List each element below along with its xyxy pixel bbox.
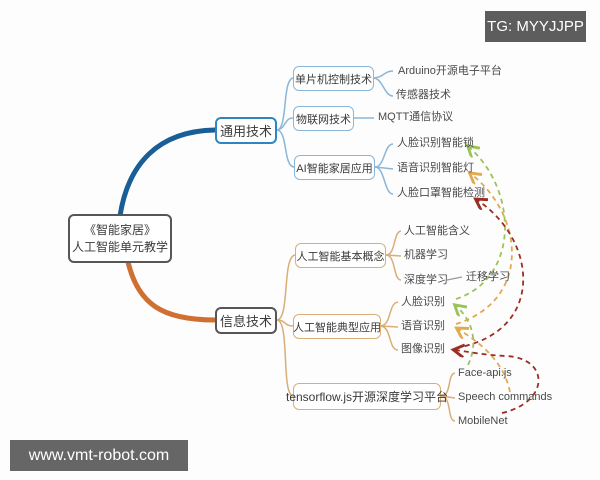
cross-links xyxy=(455,147,540,414)
info-connectors xyxy=(276,230,456,422)
tg-watermark: TG: MYYJJPP xyxy=(485,11,586,42)
leaf-speech-commands[interactable]: Speech commands xyxy=(458,391,553,403)
leaf-face-lock[interactable]: 人脸识别智能锁 xyxy=(397,137,474,149)
leaf-mobilenet[interactable]: MobileNet xyxy=(458,415,508,427)
node-mcu-control[interactable]: 单片机控制技术 xyxy=(293,66,374,91)
leaf-machine-learning[interactable]: 机器学习 xyxy=(404,249,448,261)
connector-transfer-learning xyxy=(446,276,463,281)
leaf-face-recognition[interactable]: 人脸识别 xyxy=(401,296,445,308)
link-image-rec-to-mask-detect xyxy=(455,200,525,349)
node-ai-typical-apps[interactable]: 人工智能典型应用 xyxy=(293,314,381,339)
node-ai-basic-concepts[interactable]: 人工智能基本概念 xyxy=(295,243,386,268)
leaf-mask-detection[interactable]: 人脸口罩智能检测 xyxy=(397,187,485,199)
leaf-deep-learning[interactable]: 深度学习 xyxy=(404,274,448,286)
node-iot[interactable]: 物联网技术 xyxy=(293,106,354,131)
node-ai-home-app[interactable]: AI智能家居应用 xyxy=(294,155,375,180)
node-tensorflow-platform[interactable]: tensorflow.js开源深度学习平台 xyxy=(286,383,448,410)
link-faceapi-to-face-rec xyxy=(456,306,475,366)
link-voice-rec-to-smart-light xyxy=(455,174,513,325)
general-connectors xyxy=(276,70,394,195)
branch-general-tech[interactable]: 通用技术 xyxy=(215,117,277,144)
link-speech-to-voice-rec xyxy=(458,329,511,393)
root-node[interactable]: 《智能家居》 人工智能单元教学 xyxy=(68,214,172,263)
branch-line-general xyxy=(117,127,218,219)
leaf-voice-light[interactable]: 语音识别智能灯 xyxy=(397,162,474,174)
url-watermark: www.vmt-robot.com xyxy=(10,440,188,471)
leaf-voice-recognition[interactable]: 语音识别 xyxy=(401,320,445,332)
leaf-ai-meaning[interactable]: 人工智能含义 xyxy=(404,225,470,237)
leaf-mqtt[interactable]: MQTT通信协议 xyxy=(378,111,454,123)
leaf-sensor-tech[interactable]: 传感器技术 xyxy=(396,89,451,101)
leaf-image-recognition[interactable]: 图像识别 xyxy=(401,343,445,355)
branch-info-tech[interactable]: 信息技术 xyxy=(215,307,277,334)
link-mobilenet-to-image-rec xyxy=(455,350,540,414)
leaf-transfer-learning[interactable]: 迁移学习 xyxy=(466,271,510,283)
branch-line-info xyxy=(125,259,218,323)
leaf-face-api[interactable]: Face-api.js xyxy=(458,367,512,379)
root-node-label: 《智能家居》 人工智能单元教学 xyxy=(71,222,168,254)
leaf-arduino[interactable]: Arduino开源电子平台 xyxy=(398,65,502,77)
